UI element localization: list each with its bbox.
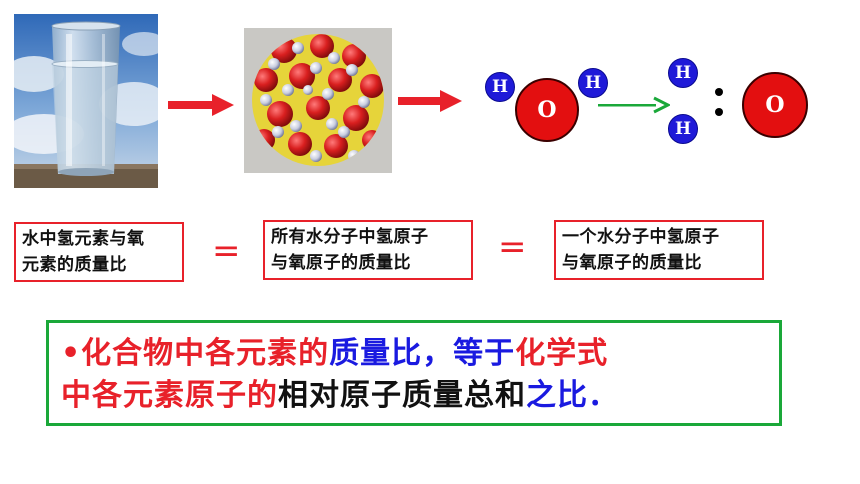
summary-segment: 相对原子质量总和 [278,378,526,413]
equals-sign: = [212,231,241,271]
text-line: 水中氢元素与氧 [22,229,145,249]
text-line: 与氧原子的质量比 [562,253,702,273]
summary-segment: 化学式 [515,336,609,371]
summary-segment: 之比 [526,378,588,413]
hydrogen-symbol: H [491,77,509,97]
summary-segment: •化合物中各元素的 [61,336,330,371]
summary-line-1: •化合物中各元素的质量比，等于化学式 [61,333,767,375]
hydrogen-atom: H [485,72,515,102]
summary-statement-box: •化合物中各元素的质量比，等于化学式 中各元素原子的相对原子质量总和之比． [46,320,782,426]
text-box-one-molecule-ratio: 一个水分子中氢原子 与氧原子的质量比 [554,220,764,280]
ratio-colon [712,88,726,118]
green-arrow-icon [598,96,670,114]
arrow-right-icon [398,90,462,112]
hydrogen-atom: H [668,114,698,144]
text-box-element-mass-ratio: 水中氢元素与氧 元素的质量比 [14,222,184,282]
colon-dot [715,108,723,116]
text-box-all-molecules-ratio: 所有水分子中氢原子 与氧原子的质量比 [263,220,473,280]
text-line: 所有水分子中氢原子 [271,227,429,247]
hydrogen-symbol: H [584,73,602,93]
colon-dot [715,88,723,96]
oxygen-atom: O [515,78,579,142]
arrow-right-icon [168,94,234,116]
summary-segment: ，等于 [422,336,516,371]
text-line: 元素的质量比 [22,255,127,275]
text-line: 与氧原子的质量比 [271,253,411,273]
water-glass-image [14,14,158,188]
summary-segment: ． [588,378,619,413]
equals-sign: = [498,227,527,267]
summary-line-2: 中各元素原子的相对原子质量总和之比． [61,375,767,417]
oxygen-atom: O [742,72,808,138]
hydrogen-symbol: H [674,63,692,83]
water-molecules-magnified-image [244,28,392,173]
hydrogen-symbol: H [674,119,692,139]
oxygen-symbol: O [765,92,785,118]
oxygen-symbol: O [537,97,557,123]
hydrogen-atom: H [578,68,608,98]
text-line: 一个水分子中氢原子 [562,227,720,247]
summary-segment: 质量比 [329,336,423,371]
hydrogen-atom: H [668,58,698,88]
summary-segment: 中各元素原子的 [61,378,278,413]
